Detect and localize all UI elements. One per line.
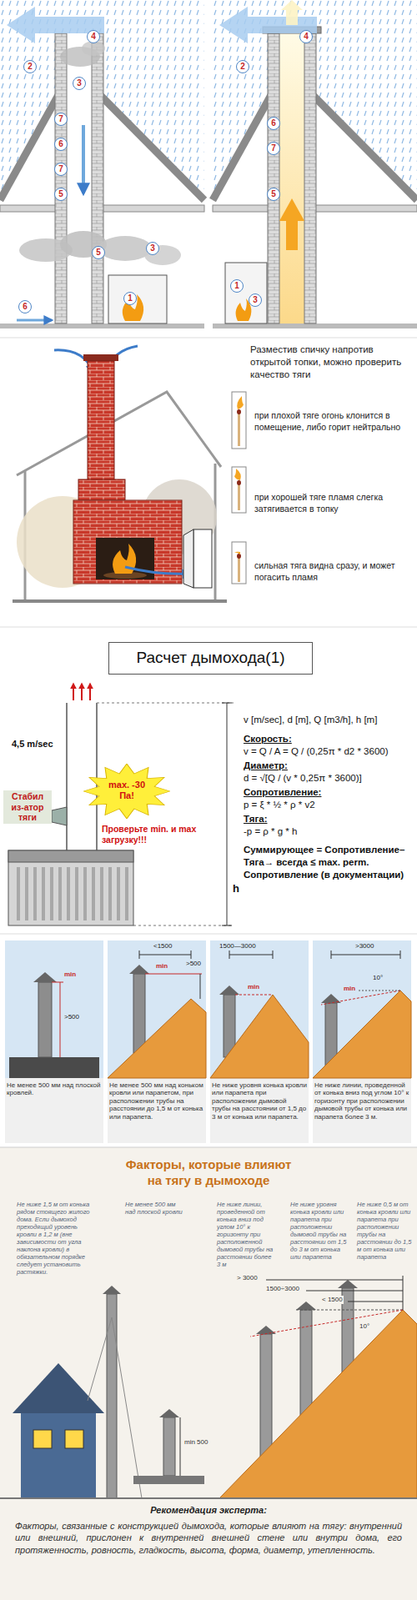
- callout-number: 3: [248, 293, 262, 307]
- min-label: min: [155, 962, 169, 971]
- dimension-label: >500: [63, 1013, 81, 1022]
- dimension-label: <1500: [152, 942, 173, 951]
- dimension-label: h: [231, 882, 242, 895]
- dimension-label: 1500÷3000: [265, 1285, 301, 1294]
- angle-label: 10°: [371, 974, 384, 983]
- node-text: max. -30 Па!: [103, 779, 151, 802]
- requirement-note: Не менее 500 мм над плоской кровли: [125, 1200, 186, 1216]
- match-caption: при плохой тяге огонь клонится в помещен…: [254, 410, 413, 433]
- callout-number: 2: [236, 60, 250, 74]
- speed-label: 4,5 m/sec: [11, 738, 66, 750]
- section-title: Факторы, которые влияют на тягу в дымохо…: [116, 1157, 301, 1190]
- formula: v = Q / A = Q / (0,25π * d2 * 3600): [243, 745, 415, 759]
- caption: Не менее 500 мм над коньком кровли или п…: [109, 1081, 205, 1121]
- formula: -p = ρ * g * h: [243, 825, 415, 839]
- formula-heading: Сопротивление:: [243, 786, 415, 799]
- dimension-label: min 500: [183, 1438, 209, 1447]
- dimension-label: < 1500: [321, 1296, 344, 1305]
- min-label: min: [63, 970, 77, 980]
- callout-number: 6: [54, 137, 68, 151]
- stabilizer-label: Стабил из-атор тяги: [3, 790, 52, 824]
- expert-text: Факторы, связанные с конструкцией дымохо…: [15, 1520, 402, 1557]
- caption: Не ниже уровня конька кровли или парапет…: [211, 1081, 307, 1121]
- title-box: Расчет дымохода(1): [108, 642, 313, 675]
- callout-number: 7: [54, 162, 68, 176]
- dimension-label: >500: [185, 959, 202, 969]
- formula-heading: Тяга:: [243, 813, 415, 826]
- callout-number: 1: [230, 279, 244, 293]
- formula: d = √[Q / (v * 0,25π * 3600)]: [243, 772, 415, 785]
- requirement-note: Не ниже 1,5 м от конька рядом стоящего ж…: [16, 1200, 91, 1277]
- formula: p = ξ * ½ * ρ * v2: [243, 798, 415, 812]
- requirement-note: Не ниже линии, проведенной от конька вни…: [216, 1200, 276, 1269]
- formula-column: v [m/sec], d [m], Q [m3/h], h [m] Скорост…: [243, 713, 415, 882]
- callout-number: 6: [18, 300, 32, 314]
- callout-number: 1: [123, 291, 137, 306]
- callout-number: 5: [266, 187, 281, 201]
- match-caption: сильная тяга видна сразу, и может погаси…: [254, 560, 413, 583]
- dimension-label: >3000: [354, 942, 375, 951]
- formula-heading: Скорость:: [243, 733, 415, 746]
- warning-text: Проверьте min. и max загрузку!!!: [101, 823, 219, 846]
- callout-number: 7: [54, 112, 68, 126]
- callout-number: 3: [145, 241, 160, 256]
- min-label: min: [246, 983, 261, 992]
- requirement-note: Не ниже 0,5 м от конька кровли или парап…: [356, 1200, 412, 1262]
- callout-number: 7: [266, 141, 281, 156]
- angle-label: 10°: [358, 1322, 371, 1332]
- callout-number: 4: [299, 30, 313, 44]
- dimension-label: 1500—3000: [218, 942, 257, 951]
- formula-summary: Суммирующее = Сопротивление– Тяга→ всегд…: [243, 844, 415, 882]
- min-label: min: [342, 984, 357, 994]
- node-text: Расчет дымохода(1): [114, 648, 307, 669]
- formula-units: v [m/sec], d [m], Q [m3/h], h [m]: [243, 713, 415, 727]
- callout-number: 5: [91, 246, 106, 260]
- expert-heading: Рекомендация эксперта:: [0, 1505, 417, 1517]
- requirement-note: Не ниже уровня конька кровли или парапет…: [290, 1200, 351, 1262]
- callout-number: 3: [72, 76, 86, 91]
- callout-number: 4: [86, 30, 101, 44]
- caption: Не ниже линии, проведенной от конька вни…: [314, 1081, 410, 1121]
- match-caption: при хорошей тяге пламя слегка затягивает…: [254, 492, 413, 515]
- formula-heading: Диаметр:: [243, 759, 415, 773]
- instruction-text: Разместив спичку напротив открытой топки…: [250, 343, 413, 382]
- callout-number: 5: [54, 187, 68, 201]
- callout-number: 2: [23, 60, 37, 74]
- dimension-label: > 3000: [236, 1274, 259, 1283]
- starburst-callout: max. -30 Па!: [83, 763, 171, 819]
- caption: Не менее 500 мм над плоской кровлей.: [6, 1081, 102, 1098]
- callout-number: 6: [266, 116, 281, 131]
